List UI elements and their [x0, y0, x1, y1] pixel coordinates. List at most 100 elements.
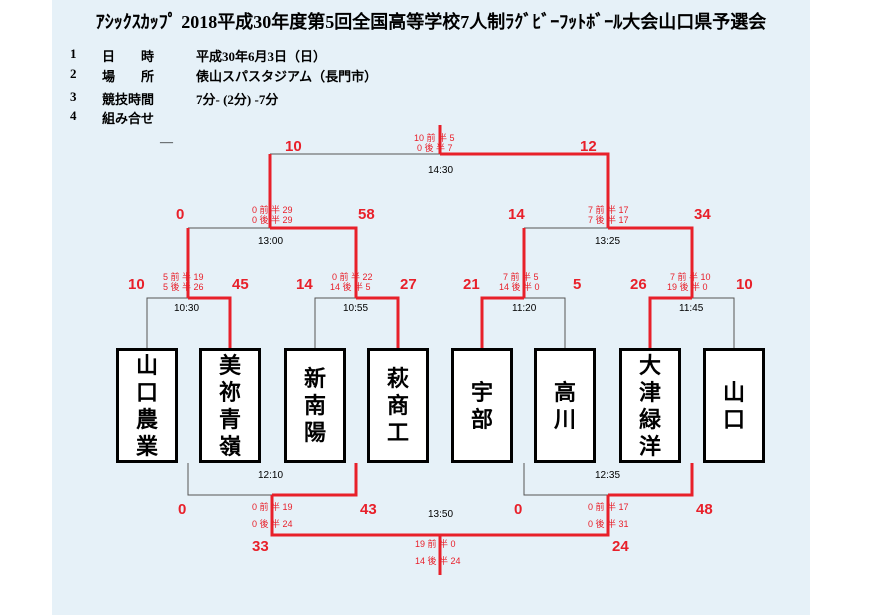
- team-box-3[interactable]: 新 南 陽: [284, 348, 346, 463]
- team-5-char: 宇: [470, 379, 493, 405]
- score-sf1-left: 0: [176, 206, 185, 223]
- page-title: ｱｼｯｸｽｶｯﾌﾟ 2018平成30年度第5回全国高等学校7人制ﾗｸﾞﾋﾞｰﾌｯ…: [95, 12, 767, 32]
- sheet-background: [52, 0, 810, 615]
- half-third-2: 14 後 半 24: [415, 556, 461, 566]
- time-r1d: 11:45: [679, 303, 704, 314]
- score-third-left: 33: [252, 538, 269, 555]
- score-sf2-right: 34: [694, 206, 711, 223]
- team-6-char: 川: [553, 406, 576, 432]
- team-box-6[interactable]: 高 川: [534, 348, 596, 463]
- team-1-char: 口: [135, 379, 158, 405]
- info-num-1: 1: [70, 46, 77, 61]
- score-r1a-left: 10: [128, 276, 145, 293]
- team-box-2[interactable]: 美 祢 青 嶺: [199, 348, 261, 463]
- team-box-4[interactable]: 萩 商 工: [367, 348, 429, 463]
- line-lower1-left: [187, 463, 272, 496]
- score-r1a-right: 45: [232, 276, 249, 293]
- team-5-char: 部: [470, 406, 493, 432]
- half-r1d-1: 7 前 半 10: [670, 272, 711, 282]
- score-r1d-right: 10: [736, 276, 753, 293]
- team-3-char: 新: [303, 366, 326, 391]
- score-r1c-right: 5: [573, 276, 582, 293]
- info-value-date: 平成30年6月3日（日）: [196, 49, 327, 64]
- team-box-8[interactable]: 山 口: [703, 348, 765, 463]
- line-lower1-win: [272, 463, 358, 497]
- time-sf1: 13:00: [258, 236, 284, 247]
- team-4-char: 工: [386, 420, 409, 445]
- info-label-time: 競技時間: [102, 92, 155, 107]
- info-num-4: 4: [70, 108, 77, 123]
- score-r1d-left: 26: [630, 276, 647, 293]
- team-1-char: 農: [135, 406, 158, 432]
- half-r1a-2: 5 後 半 26: [163, 282, 204, 292]
- half-sf1-1: 0 前 半 29: [252, 205, 293, 215]
- half-sf1-2: 0 後 半 29: [252, 215, 293, 225]
- team-1-char: 業: [135, 433, 158, 459]
- info-value-time: 7分- (2分) -7分: [196, 92, 279, 107]
- team-4-char: 萩: [386, 366, 409, 391]
- score-sf1-right: 58: [358, 206, 375, 223]
- line-r1c-win: [480, 296, 524, 348]
- score-third-right: 24: [612, 538, 629, 555]
- team-7-char: 大: [638, 352, 661, 378]
- half-lower1-1: 0 前 半 19: [252, 502, 293, 512]
- score-lower1-right: 43: [360, 501, 377, 518]
- team-box-1[interactable]: 山 口 農 業: [116, 348, 178, 463]
- team-3-char: 南: [303, 393, 326, 418]
- info-num-2: 2: [70, 66, 77, 81]
- team-8-char: 山: [722, 379, 745, 405]
- team-4-char: 商: [386, 393, 409, 418]
- team-8-char: 口: [722, 406, 745, 432]
- line-final-win: [440, 152, 610, 228]
- half-sf2-1: 7 前 半 17: [588, 205, 629, 215]
- half-r1d-2: 19 後 半 0: [667, 282, 708, 292]
- team-1-char: 山: [135, 352, 158, 378]
- line-r1a-left: [146, 297, 188, 348]
- dash-mark: —: [160, 134, 173, 149]
- team-3-char: 陽: [303, 420, 326, 445]
- half-r1c-2: 14 後 半 0: [499, 282, 540, 292]
- line-r1a-win: [188, 296, 232, 348]
- score-r1b-left: 14: [296, 276, 313, 293]
- time-r1b: 10:55: [343, 303, 369, 314]
- score-final-left: 10: [285, 138, 302, 155]
- half-final-2: 0 後 半 7: [417, 143, 453, 153]
- score-lower2-right: 48: [696, 501, 713, 518]
- team-2-char: 祢: [218, 379, 241, 405]
- team-7-char: 洋: [638, 433, 661, 459]
- info-num-3: 3: [70, 89, 77, 104]
- team-6-char: 高: [553, 379, 576, 405]
- line-lower2-left: [523, 463, 608, 496]
- half-r1c-1: 7 前 半 5: [503, 272, 539, 282]
- half-sf2-2: 7 後 半 17: [588, 215, 629, 225]
- time-final: 14:30: [428, 165, 454, 176]
- time-sf2: 13:25: [595, 236, 621, 247]
- half-lower2-2: 0 後 半 31: [588, 519, 629, 529]
- line-r1b-left: [314, 297, 356, 348]
- team-2-char: 青: [218, 406, 241, 432]
- time-lower2: 12:35: [595, 470, 621, 481]
- score-r1b-right: 27: [400, 276, 417, 293]
- half-lower1-2: 0 後 半 24: [252, 519, 293, 529]
- score-r1c-left: 21: [463, 276, 480, 293]
- half-r1b-2: 14 後 半 5: [330, 282, 371, 292]
- line-sf2-win: [608, 226, 694, 298]
- line-lower2-win: [608, 463, 694, 497]
- line-r1d-win: [648, 296, 692, 348]
- time-third: 13:50: [428, 509, 454, 520]
- time-lower1: 12:10: [258, 470, 284, 481]
- team-7-char: 津: [638, 379, 661, 405]
- info-label-venue: 場 所: [102, 69, 155, 84]
- team-box-7[interactable]: 大 津 緑 洋: [619, 348, 681, 463]
- line-sf1-win: [270, 226, 358, 298]
- half-r1a-1: 5 前 半 19: [163, 272, 204, 282]
- score-lower2-left: 0: [514, 501, 523, 518]
- team-7-char: 緑: [638, 406, 661, 432]
- half-r1b-1: 0 前 半 22: [332, 272, 373, 282]
- half-lower2-1: 0 前 半 17: [588, 502, 629, 512]
- time-r1c: 11:20: [512, 303, 537, 314]
- team-box-5[interactable]: 宇 部: [451, 348, 513, 463]
- half-final-1: 10 前 半 5: [414, 133, 455, 143]
